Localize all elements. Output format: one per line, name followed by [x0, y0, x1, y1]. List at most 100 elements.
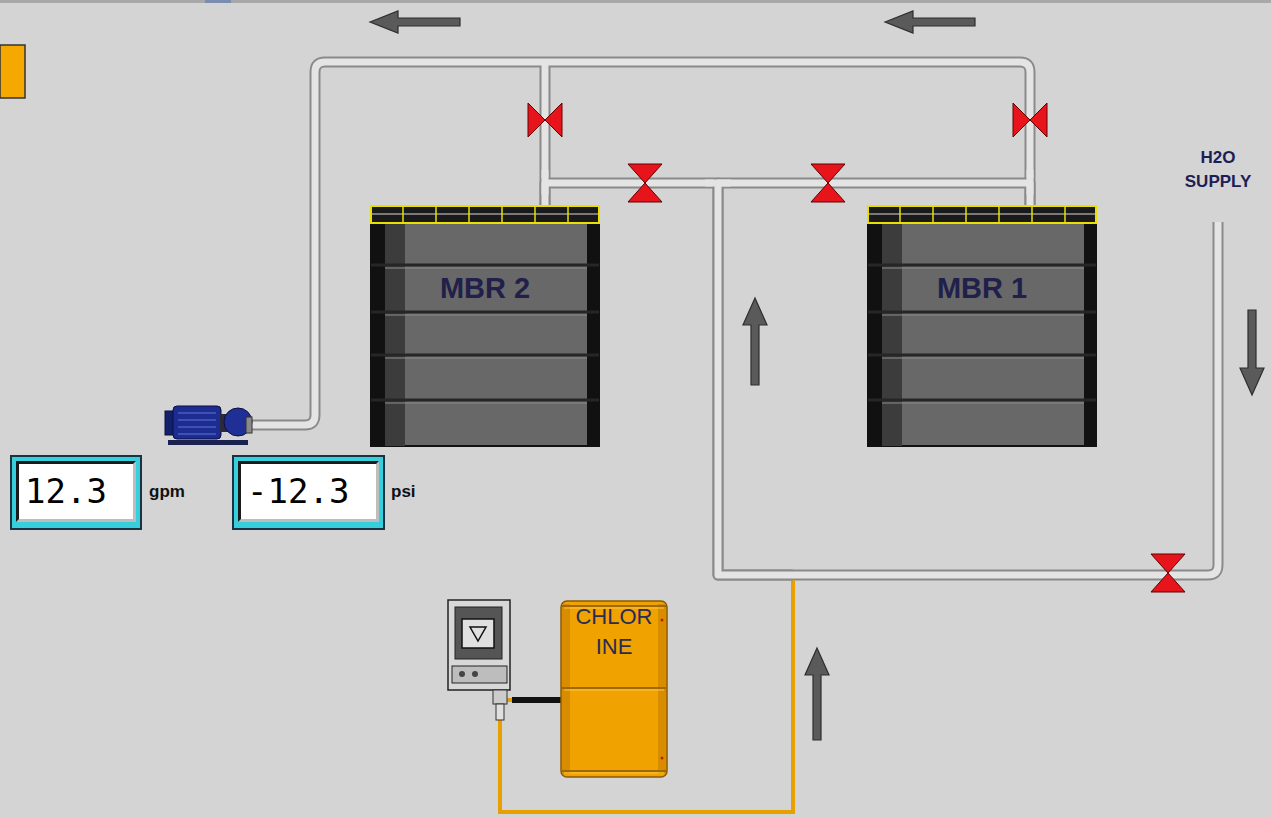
tank-grating	[468, 207, 470, 222]
valve-symbol	[1013, 103, 1030, 137]
feeder-screen	[462, 619, 494, 648]
tank-grating	[567, 207, 569, 222]
flow-arrow	[1240, 310, 1264, 395]
pipe-core	[250, 62, 1218, 575]
chlorine-line	[500, 580, 793, 812]
tank-rib	[371, 399, 599, 402]
feeder-base	[452, 666, 507, 683]
pipe-junction	[705, 180, 731, 187]
flow-readout: 12.3	[10, 455, 142, 530]
node-text: -12.3	[238, 461, 379, 522]
node-text: MBR 1	[867, 271, 1097, 305]
chlorine-feeder	[448, 600, 562, 720]
tank-grating	[501, 207, 503, 222]
node-text: MBR 2	[370, 271, 600, 305]
motor-fin	[178, 419, 216, 421]
tank-column	[882, 223, 902, 446]
tank-grating	[534, 207, 536, 222]
chemical-drum: CHLOR INE	[560, 600, 668, 778]
tank-rib	[868, 264, 1096, 267]
tank-rib-highlight	[882, 358, 1084, 359]
drum-rib	[562, 770, 666, 772]
drum-body	[561, 601, 667, 777]
tank-grating	[869, 213, 1095, 215]
feeder-knob	[472, 671, 478, 677]
chlorine-line	[500, 580, 793, 812]
drum-mark	[661, 619, 664, 622]
pipe-outline	[250, 62, 1218, 575]
supply-pipe	[793, 222, 1218, 575]
flow-arrow	[885, 11, 975, 33]
valve-symbol	[1151, 554, 1185, 573]
pump-flange	[246, 417, 252, 433]
branch-pipe	[542, 62, 549, 205]
feeder-icon	[470, 627, 486, 641]
flow-arrow	[805, 648, 829, 740]
tank-rib	[868, 311, 1096, 314]
feeder-knob	[459, 671, 465, 677]
tank-column	[385, 223, 405, 446]
tank-rib-highlight	[882, 315, 1084, 316]
membrane-tank: MBR 2	[370, 205, 600, 447]
flow-arrow	[743, 298, 767, 385]
tank-rib-highlight	[385, 403, 587, 404]
tank-rib-highlight	[385, 358, 587, 359]
tank-rib-highlight	[385, 315, 587, 316]
motor-fin	[178, 433, 216, 435]
motor-fin	[178, 412, 216, 414]
valve-symbol	[628, 183, 662, 202]
node-text: CHLOR INE	[560, 602, 668, 662]
valve-symbol	[528, 103, 545, 137]
status-indicator	[0, 45, 25, 98]
tank-rib-highlight	[882, 403, 1084, 404]
tank-grating	[1031, 207, 1033, 222]
tank-rib	[868, 354, 1096, 357]
pump-symbol	[165, 406, 252, 445]
supply-pipe	[793, 222, 1218, 575]
unit-label: psi	[391, 481, 416, 503]
valve-symbol	[1151, 573, 1185, 592]
tank-rib	[868, 399, 1096, 402]
pump-base	[168, 440, 248, 445]
feeder-body	[448, 600, 510, 690]
pump-motor	[173, 406, 221, 439]
tank-grating	[435, 207, 437, 222]
tank-body	[371, 206, 599, 446]
tank-frame	[371, 223, 385, 446]
valve-symbol	[545, 103, 562, 137]
top-border	[0, 0, 1271, 3]
tank-frame	[1084, 223, 1096, 446]
tank-drawing	[867, 205, 1097, 447]
feeder-nozzle	[496, 704, 504, 720]
tank-grating	[965, 207, 967, 222]
tank-drawing	[370, 205, 600, 447]
tank-rib	[371, 264, 599, 267]
drum-rib	[562, 687, 666, 689]
tank-frame	[868, 223, 882, 446]
valve-symbol	[1030, 103, 1047, 137]
drum-mark	[661, 757, 664, 760]
valves	[528, 103, 1185, 592]
tank-grating	[998, 207, 1000, 222]
tank-rib-highlight	[882, 268, 1084, 269]
node-text: 12.3	[16, 461, 136, 522]
pipe-junction	[545, 170, 1030, 195]
flow-arrow	[370, 11, 460, 33]
tank-grating	[372, 213, 598, 215]
tank-rib	[371, 354, 599, 357]
tank-grating	[1064, 207, 1066, 222]
tank-grating	[932, 207, 934, 222]
drum-rib-highlight	[564, 773, 664, 774]
supply-label: H2O SUPPLY	[1178, 146, 1258, 194]
unit-label: gpm	[149, 481, 185, 503]
flow-arrows	[370, 11, 1264, 740]
tank-grating	[371, 206, 599, 223]
pressure-readout: -12.3	[232, 455, 385, 530]
tank-rib	[371, 311, 599, 314]
feed-pipe	[512, 697, 562, 703]
tank-body	[868, 206, 1096, 446]
motor-fin	[178, 426, 216, 428]
valve-symbol	[811, 183, 845, 202]
